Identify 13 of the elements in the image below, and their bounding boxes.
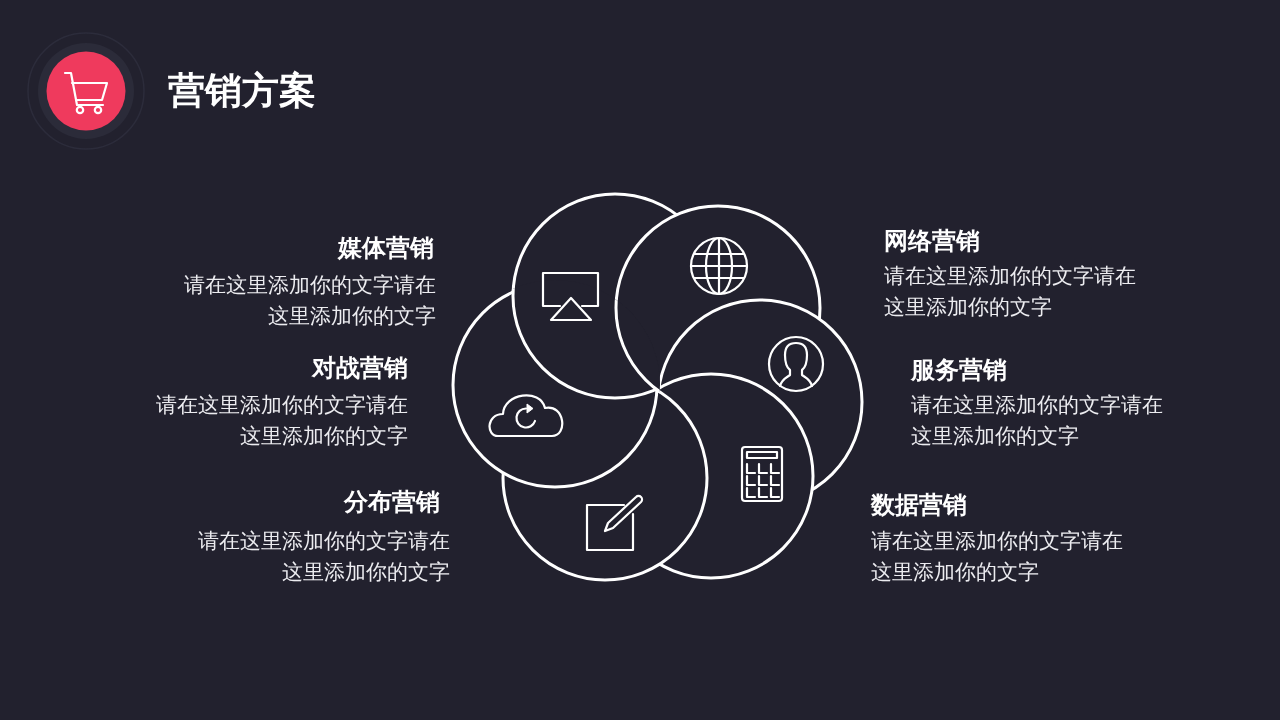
item-description: 请在这里添加你的文字请在这里添加你的文字: [911, 391, 1164, 449]
item-heading: 服务营销: [911, 355, 1007, 385]
item-heading: 网络营销: [884, 226, 980, 256]
item-heading: 数据营销: [871, 490, 967, 520]
item-description: 请在这里添加你的文字请在这里添加你的文字: [871, 527, 1124, 585]
item-heading: 媒体营销: [338, 233, 434, 263]
slide-title: 营销方案: [168, 69, 316, 113]
item-heading: 分布营销: [344, 487, 440, 517]
item-description: 请在这里添加你的文字请在这里添加你的文字: [884, 262, 1137, 320]
item-description: 请在这里添加你的文字请在这里添加你的文字: [183, 271, 436, 329]
item-description: 请在这里添加你的文字请在这里添加你的文字: [197, 527, 450, 585]
item-description: 请在这里添加你的文字请在这里添加你的文字: [155, 391, 408, 449]
item-heading: 对战营销: [312, 353, 408, 383]
